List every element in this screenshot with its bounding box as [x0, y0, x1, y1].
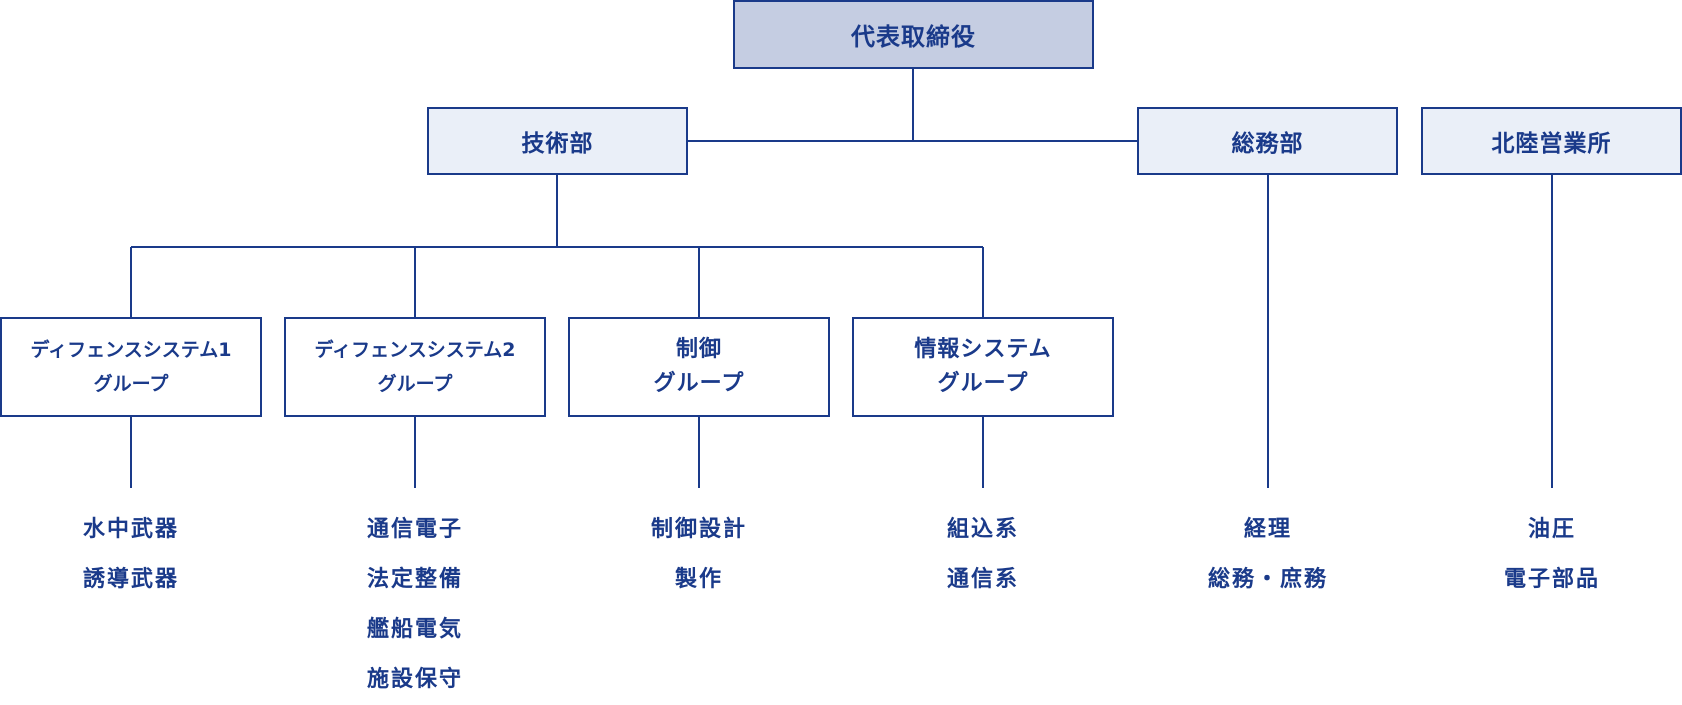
task-item: 組込系	[946, 517, 1019, 542]
box-general-affairs-department: 総務部	[1137, 107, 1398, 175]
task-item: 法定整備	[366, 567, 463, 592]
task-item: 電子部品	[1503, 567, 1600, 592]
defense-system-1-line1: ディフェンスシステム1	[30, 339, 232, 361]
box-representative-director: 代表取締役	[733, 0, 1094, 69]
hokuriku-office-label: 北陸営業所	[1491, 131, 1612, 157]
control-group-line2: グループ	[653, 371, 745, 396]
tasks-defense-system-1: 水中武器 誘導武器	[31, 505, 231, 605]
box-hokuriku-office: 北陸営業所	[1421, 107, 1682, 175]
defense-system-2-line1: ディフェンスシステム2	[314, 339, 516, 361]
tasks-hokuriku-office: 油圧 電子部品	[1452, 505, 1652, 605]
task-item: 総務・庶務	[1207, 567, 1328, 592]
tasks-control: 制御設計 製作	[599, 505, 799, 605]
tasks-information-system: 組込系 通信系	[883, 505, 1083, 605]
defense-system-2-line2: グループ	[377, 373, 453, 395]
representative-director-label: 代表取締役	[851, 23, 976, 51]
task-item: 通信電子	[366, 517, 463, 542]
box-information-system-group: 情報システム グループ	[852, 317, 1114, 417]
tech-department-label: 技術部	[521, 131, 594, 157]
information-system-line2: グループ	[937, 371, 1029, 396]
task-item: 製作	[674, 567, 723, 592]
tasks-general-affairs: 経理 総務・庶務	[1168, 505, 1368, 605]
defense-system-1-line2: グループ	[93, 373, 169, 395]
task-item: 水中武器	[82, 517, 179, 542]
task-item: 通信系	[946, 567, 1019, 592]
task-item: 施設保守	[366, 667, 463, 692]
general-affairs-department-label: 総務部	[1231, 131, 1304, 157]
task-item: 誘導武器	[82, 567, 179, 592]
task-item: 油圧	[1527, 517, 1576, 542]
box-tech-department: 技術部	[427, 107, 688, 175]
box-control-group: 制御 グループ	[568, 317, 830, 417]
box-defense-system-2-group: ディフェンスシステム2 グループ	[284, 317, 546, 417]
control-group-line1: 制御	[675, 337, 722, 362]
task-item: 経理	[1243, 517, 1292, 542]
task-item: 艦船電気	[366, 617, 463, 642]
task-item: 制御設計	[650, 517, 747, 542]
information-system-line1: 情報システム	[914, 337, 1052, 362]
tasks-defense-system-2: 通信電子 法定整備 艦船電気 施設保守	[315, 505, 515, 705]
box-defense-system-1-group: ディフェンスシステム1 グループ	[0, 317, 262, 417]
